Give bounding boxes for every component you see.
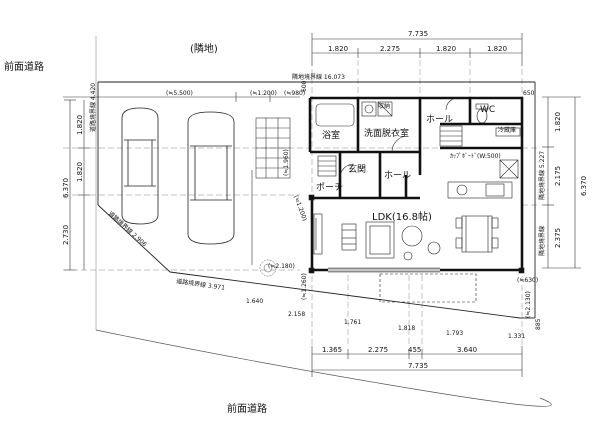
parked-car-2 <box>187 111 235 245</box>
dim-bot-2: 2.275 <box>368 346 388 354</box>
dim-top-2: 2.275 <box>380 45 400 53</box>
neighbor-boundary-label: 隣地境界線 16.073 <box>292 73 345 81</box>
dim-lot-980: (≒980) <box>284 90 305 97</box>
dim-top-total: 7.735 <box>408 30 428 38</box>
fridge-label: 冷蔵庫 <box>498 126 516 134</box>
road-boundary-bottom: 道路境界線 3.971 <box>176 277 226 292</box>
room-porch: ポーチ <box>316 182 343 193</box>
room-hall-lower: ホール <box>384 170 411 181</box>
exterior-steps <box>251 117 291 265</box>
dim-left-1: 1.820 <box>76 115 84 135</box>
cupboard-label: ｶｯﾌﾟﾎﾞｰﾄﾞ(W:500) <box>450 153 501 160</box>
dim-bot-4: 3.640 <box>457 346 477 354</box>
dim-1331: 1.331 <box>508 333 525 340</box>
dimension-lines <box>63 33 581 377</box>
dim-top-3: 1.820 <box>436 45 456 53</box>
room-entrance: 玄関 <box>348 163 366 175</box>
interior-details <box>308 97 525 303</box>
dim-right-2: 2.175 <box>554 166 562 186</box>
front-road-label-bottom: 前面道路 <box>227 402 267 415</box>
neighbor-boundary-right: 隣地境界線 5.227 <box>538 151 546 200</box>
dim-650: 650 <box>523 90 535 97</box>
dim-lot-1200: (≒1.200) <box>250 90 277 97</box>
dim-1818: 1.818 <box>398 325 415 332</box>
road-boundary-left: 道路境界線 4.420 <box>89 83 97 132</box>
room-storage: 収納 <box>378 102 390 110</box>
dim-top-4: 1.820 <box>487 45 507 53</box>
dim-600: 600 <box>301 80 308 92</box>
dim-630: (≒630) <box>517 277 538 284</box>
dim-2130: (≒2.130) <box>525 291 532 318</box>
neighbor-boundary-right-lower: 隣地境界線 <box>538 226 546 256</box>
dim-lot-5500: (≒5.500) <box>166 90 193 97</box>
shrub <box>259 259 277 277</box>
dim-top-1: 1.820 <box>328 45 348 53</box>
dim-1793: 1.793 <box>446 330 463 337</box>
lot-boundary <box>95 36 552 407</box>
dim-1640: 1.640 <box>246 298 263 305</box>
dim-bot-3: 455 <box>408 346 421 354</box>
dim-2158: 2.158 <box>288 311 305 318</box>
room-ldk: LDK(16.8帖) <box>372 210 432 223</box>
dim-1200b: (≒1.200) <box>292 194 308 222</box>
front-road-label-left: 前面道路 <box>4 60 44 73</box>
dim-1960: (≒1.960) <box>283 149 290 176</box>
parked-car-1 <box>121 107 159 225</box>
room-bath: 浴室 <box>322 129 340 141</box>
dim-2180: (≒2.180) <box>268 263 295 270</box>
dim-1260: (≒1.260) <box>301 273 308 300</box>
dim-885: 885 <box>535 318 542 330</box>
dim-bot-1: 1.365 <box>322 346 342 354</box>
dim-right-total: 6.370 <box>580 176 588 196</box>
room-washroom: 洗面脱衣室 <box>364 127 409 139</box>
neighbor-label: (隣地) <box>190 42 218 55</box>
room-hall-upper: ホール <box>426 114 453 125</box>
room-wc: WC <box>480 105 495 115</box>
dim-left-3: 2.730 <box>62 225 70 245</box>
dim-left-2: 1.820 <box>76 162 84 182</box>
dim-bot-total: 7.735 <box>408 362 428 370</box>
road-boundary-diag: 道路境界線 2.906 <box>107 210 149 249</box>
dim-right-1: 1.820 <box>554 112 562 132</box>
dim-1761: 1.761 <box>344 319 361 326</box>
dim-right-3: 2.375 <box>554 228 562 248</box>
dim-left-total: 6.370 <box>62 178 70 198</box>
